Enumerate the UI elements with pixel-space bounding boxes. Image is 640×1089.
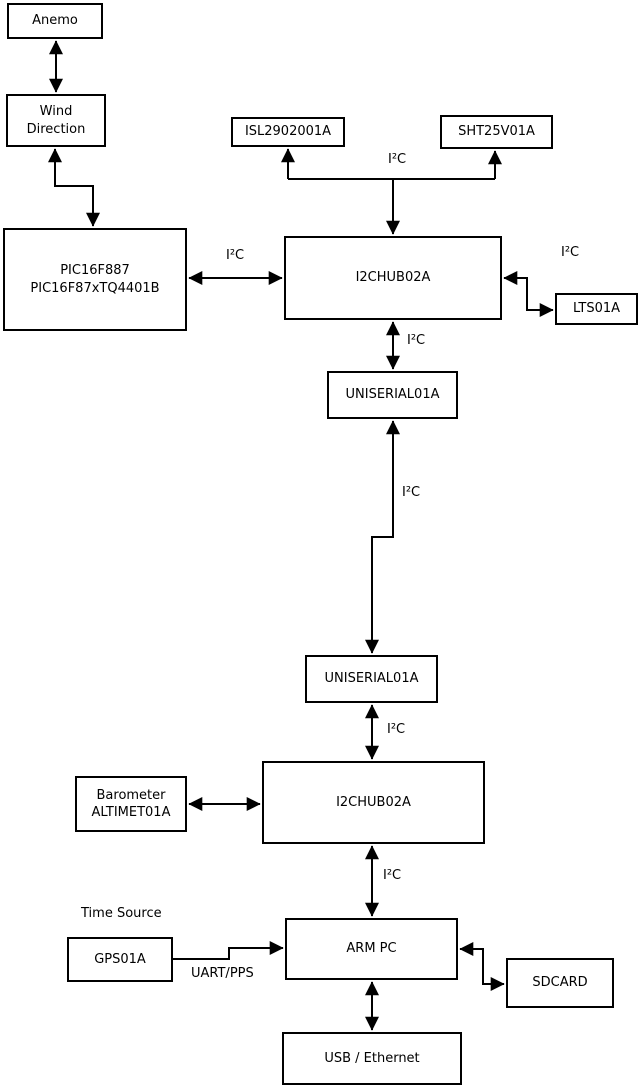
node-sht25v01a-label: SHT25V01A (458, 124, 535, 140)
edge-uniserial1-uniserial2 (365, 420, 400, 654)
node-barometer-label-line1: Barometer (96, 787, 166, 803)
node-sdcard-label: SDCARD (532, 975, 588, 991)
node-isl2902001a: ISL2902001A (231, 117, 345, 147)
node-usb-ethernet: USB / Ethernet (282, 1032, 462, 1085)
node-i2chub02a-2-label: I2CHUB02A (336, 794, 411, 810)
label-i2c-hub1-lts: I²C (561, 245, 580, 260)
edge-gps-armpc (173, 941, 284, 960)
edge-i2chub1-lts (503, 271, 554, 317)
label-i2c-uni2-hub2: I²C (387, 722, 406, 737)
node-i2chub02a-1: I2CHUB02A (284, 236, 502, 320)
node-uniserial01a-1-label: UNISERIAL01A (345, 387, 440, 403)
node-sdcard: SDCARD (506, 958, 614, 1008)
node-gps01a: GPS01A (67, 937, 173, 982)
node-barometer-altimet01a: Barometer ALTIMET01A (75, 776, 187, 832)
node-pic16f887-label-line2: PIC16F87xTQ4401B (30, 280, 160, 296)
node-pic16f887: PIC16F887 PIC16F87xTQ4401B (3, 228, 187, 331)
node-wind-direction-label-line2: Direction (26, 121, 86, 137)
label-uart-pps: UART/PPS (191, 966, 254, 981)
node-i2chub02a-2: I2CHUB02A (262, 761, 485, 844)
node-wind-direction-label-line1: Wind (39, 104, 73, 120)
label-i2c-pic-hub1: I²C (226, 248, 245, 263)
node-lts01a-label: LTS01A (572, 301, 621, 317)
label-i2c-hub2-armpc: I²C (383, 868, 402, 883)
edge-winddirection-pic (48, 148, 100, 227)
node-gps01a-label: GPS01A (94, 951, 146, 967)
node-barometer-label-line2: ALTIMET01A (91, 805, 171, 820)
node-uniserial01a-1: UNISERIAL01A (327, 371, 458, 419)
node-arm-pc: ARM PC (285, 918, 458, 980)
node-lts01a: LTS01A (555, 293, 638, 325)
node-arm-pc-label: ARM PC (346, 941, 397, 957)
edge-armpc-sdcard (459, 942, 505, 991)
node-sht25v01a: SHT25V01A (440, 115, 553, 149)
node-pic16f887-label-line1: PIC16F887 (60, 263, 130, 279)
node-uniserial01a-2: UNISERIAL01A (305, 655, 438, 703)
node-uniserial01a-2-label: UNISERIAL01A (324, 671, 419, 687)
node-i2chub02a-1-label: I2CHUB02A (355, 270, 431, 286)
node-anemo: Anemo (7, 3, 103, 39)
node-usb-ethernet-label: USB / Ethernet (324, 1050, 420, 1066)
node-anemo-label: Anemo (32, 13, 78, 29)
label-time-source: Time Source (81, 906, 162, 921)
label-i2c-hub1-uni1: I²C (407, 333, 426, 348)
node-wind-direction: Wind Direction (6, 94, 106, 147)
node-isl2902001a-label: ISL2902001A (244, 124, 332, 140)
label-i2c-branch: I²C (388, 152, 407, 167)
label-i2c-uni1-uni2: I²C (402, 485, 421, 500)
